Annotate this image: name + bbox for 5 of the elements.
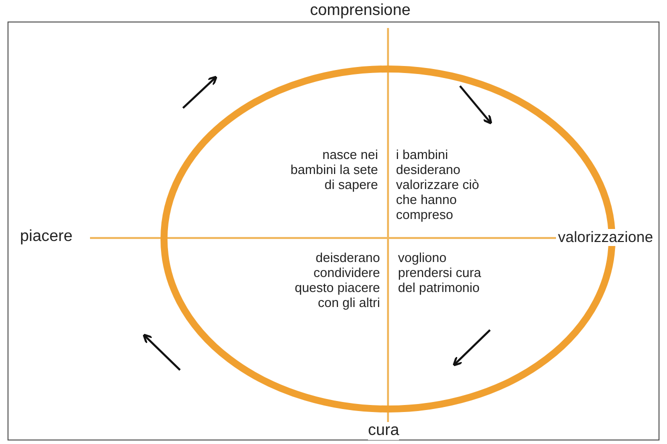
axis-label: valorizzazione [558, 229, 654, 246]
axis-label: comprensione [310, 2, 410, 20]
axis-label: cura [368, 422, 400, 440]
quadrant-text: nasce nei bambini la sete di sapere [290, 148, 378, 193]
axis-label: piacere [20, 228, 72, 246]
